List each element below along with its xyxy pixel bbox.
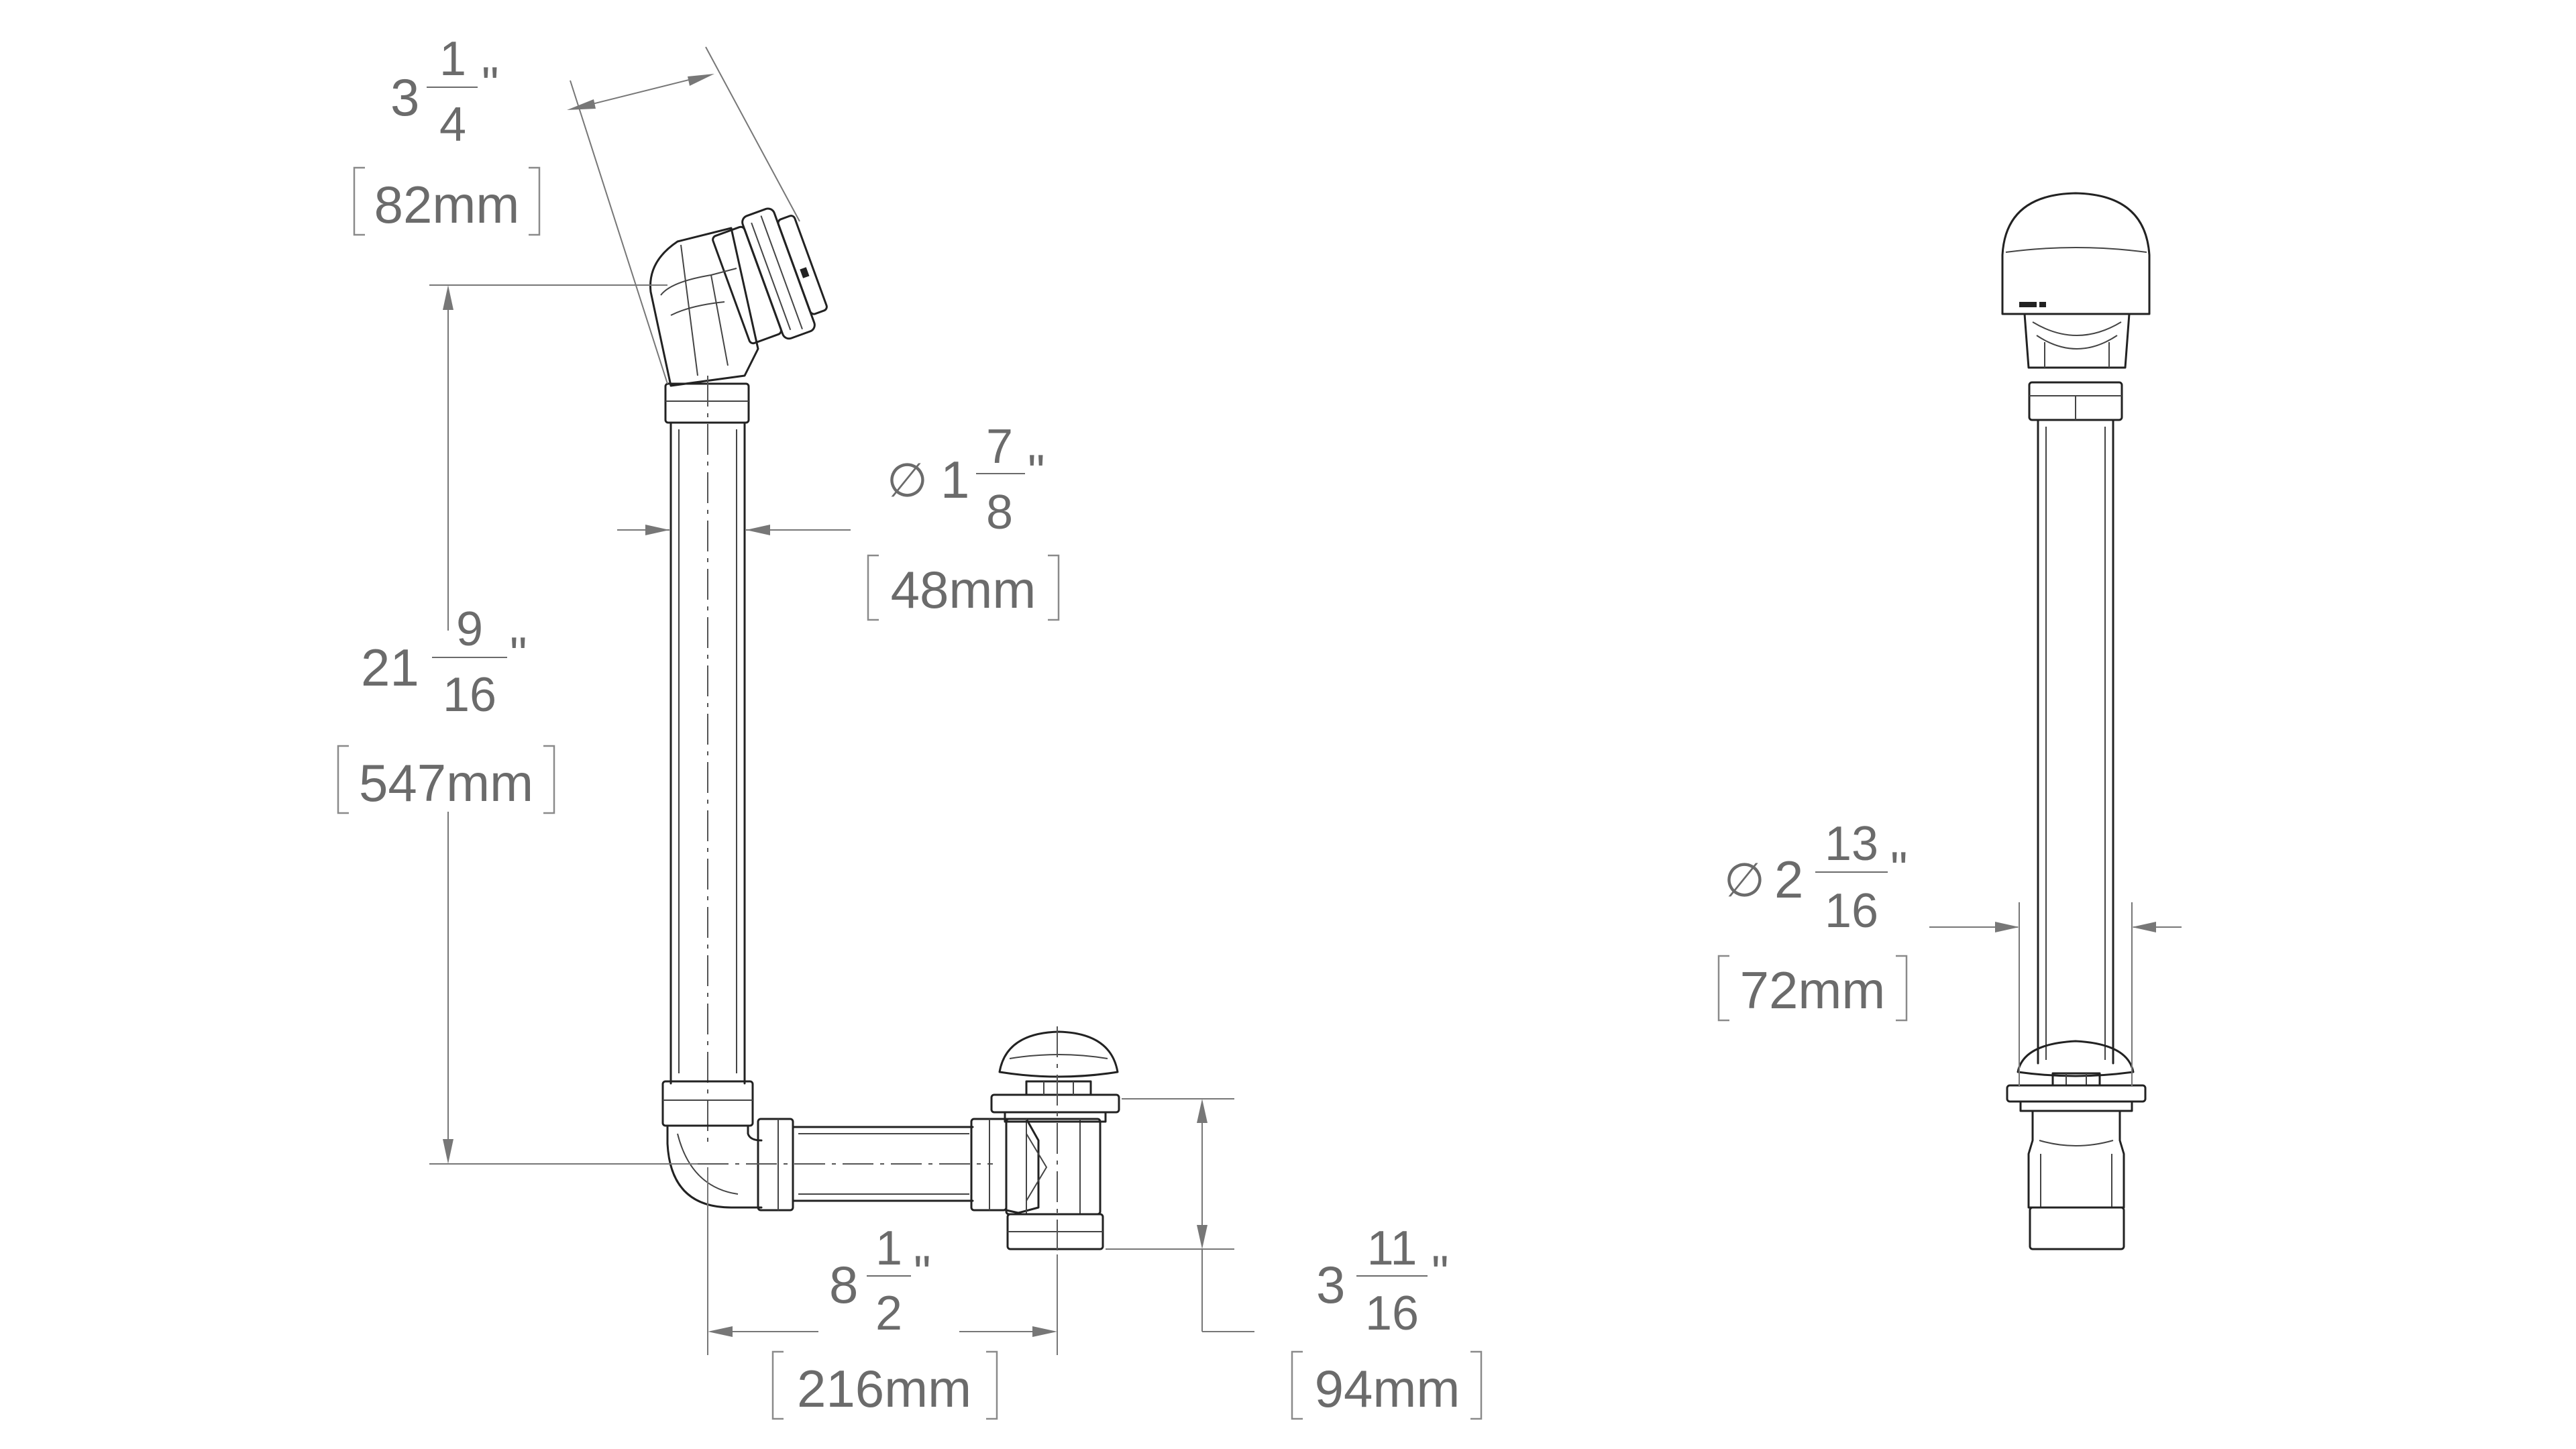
overflow-diameter-numerator: 13 [1825,817,1878,871]
pipe-diameter-denominator: 8 [986,486,1013,539]
dim-horizontal-length: 8 1 2 " 216mm [707,1167,1058,1420]
drain-height-inch-mark: " [1432,1246,1449,1300]
drain-tailpiece-nut [1006,1213,1104,1250]
front-drain-body [2027,1110,2125,1209]
dim-vertical-height: 21 9 16 " 547mm [337,284,698,1165]
drain-stopper-cap [998,1030,1119,1078]
drain-height-metric: 94mm [1315,1359,1460,1418]
dim-pipe-diameter: ∅ 1 7 8 " 48mm [617,420,1060,621]
vertical-height-denominator: 16 [443,668,496,722]
elbow-offset-denominator: 4 [439,98,466,152]
pipe-diameter-inch-mark: " [1028,445,1045,499]
elbow-offset-numerator: 1 [439,32,466,86]
drain-height-whole: 3 [1316,1255,1345,1314]
vertical-height-inch-mark: " [510,628,527,682]
dim-overflow-diameter: ∅ 2 13 16 " 72mm [1717,817,2182,1087]
elbow-offset-inch-mark: " [482,58,499,111]
front-stopper-cap [2017,1040,2135,1077]
horizontal-length-denominator: 2 [875,1287,902,1340]
pipe-diameter-metric: 48mm [891,560,1036,619]
overflow-diameter-denominator: 16 [1825,884,1878,938]
horizontal-length-whole: 8 [829,1255,858,1314]
elbow-offset-whole: 3 [390,68,419,127]
overflow-diameter-symbol: ∅ [1724,853,1765,908]
lower-elbow [666,1124,763,1209]
drain-height-denominator: 16 [1365,1287,1419,1340]
tee-coupling-nut [970,1118,1008,1212]
dim-elbow-offset: 3 1 4 " 82mm [353,32,800,384]
lower-coupling-nut [661,1080,754,1127]
overflow-diameter-inch-mark: " [1890,843,1908,896]
vertical-height-numerator: 9 [456,602,483,656]
horizontal-length-metric: 216mm [797,1359,971,1418]
vertical-height-metric: 547mm [359,753,533,812]
front-drain-flange [2006,1072,2147,1112]
front-view-assembly [2001,192,2151,1250]
overflow-diameter-whole: 2 [1774,850,1803,909]
elbow-offset-metric: 82mm [374,175,520,234]
front-bottom-nut [2029,1206,2125,1250]
overflow-cap-neck [2023,313,2131,369]
overflow-faceplate [712,207,828,345]
overflow-diameter-metric: 72mm [1740,961,1886,1020]
front-upper-nut [2028,381,2123,421]
vertical-overflow-pipe [669,376,746,1147]
vertical-height-whole: 21 [361,638,419,697]
overflow-cap-dome [2001,192,2151,315]
side-view-assembly [649,207,1120,1275]
horizontal-drain-pipe [698,1126,993,1202]
pipe-diameter-numerator: 7 [986,420,1013,474]
overflow-elbow [649,227,759,387]
front-vertical-pipe [2037,419,2114,1065]
pipe-diameter-symbol: ∅ [887,453,928,508]
drain-height-numerator: 11 [1367,1222,1417,1275]
horizontal-length-inch-mark: " [914,1246,931,1300]
drain-flange [990,1080,1120,1123]
drain-tee-body [1005,1118,1102,1216]
horizontal-length-numerator: 1 [875,1222,902,1275]
pipe-diameter-whole: 1 [941,450,969,509]
dim-drain-height: 3 11 16 " 94mm [1106,1098,1483,1420]
